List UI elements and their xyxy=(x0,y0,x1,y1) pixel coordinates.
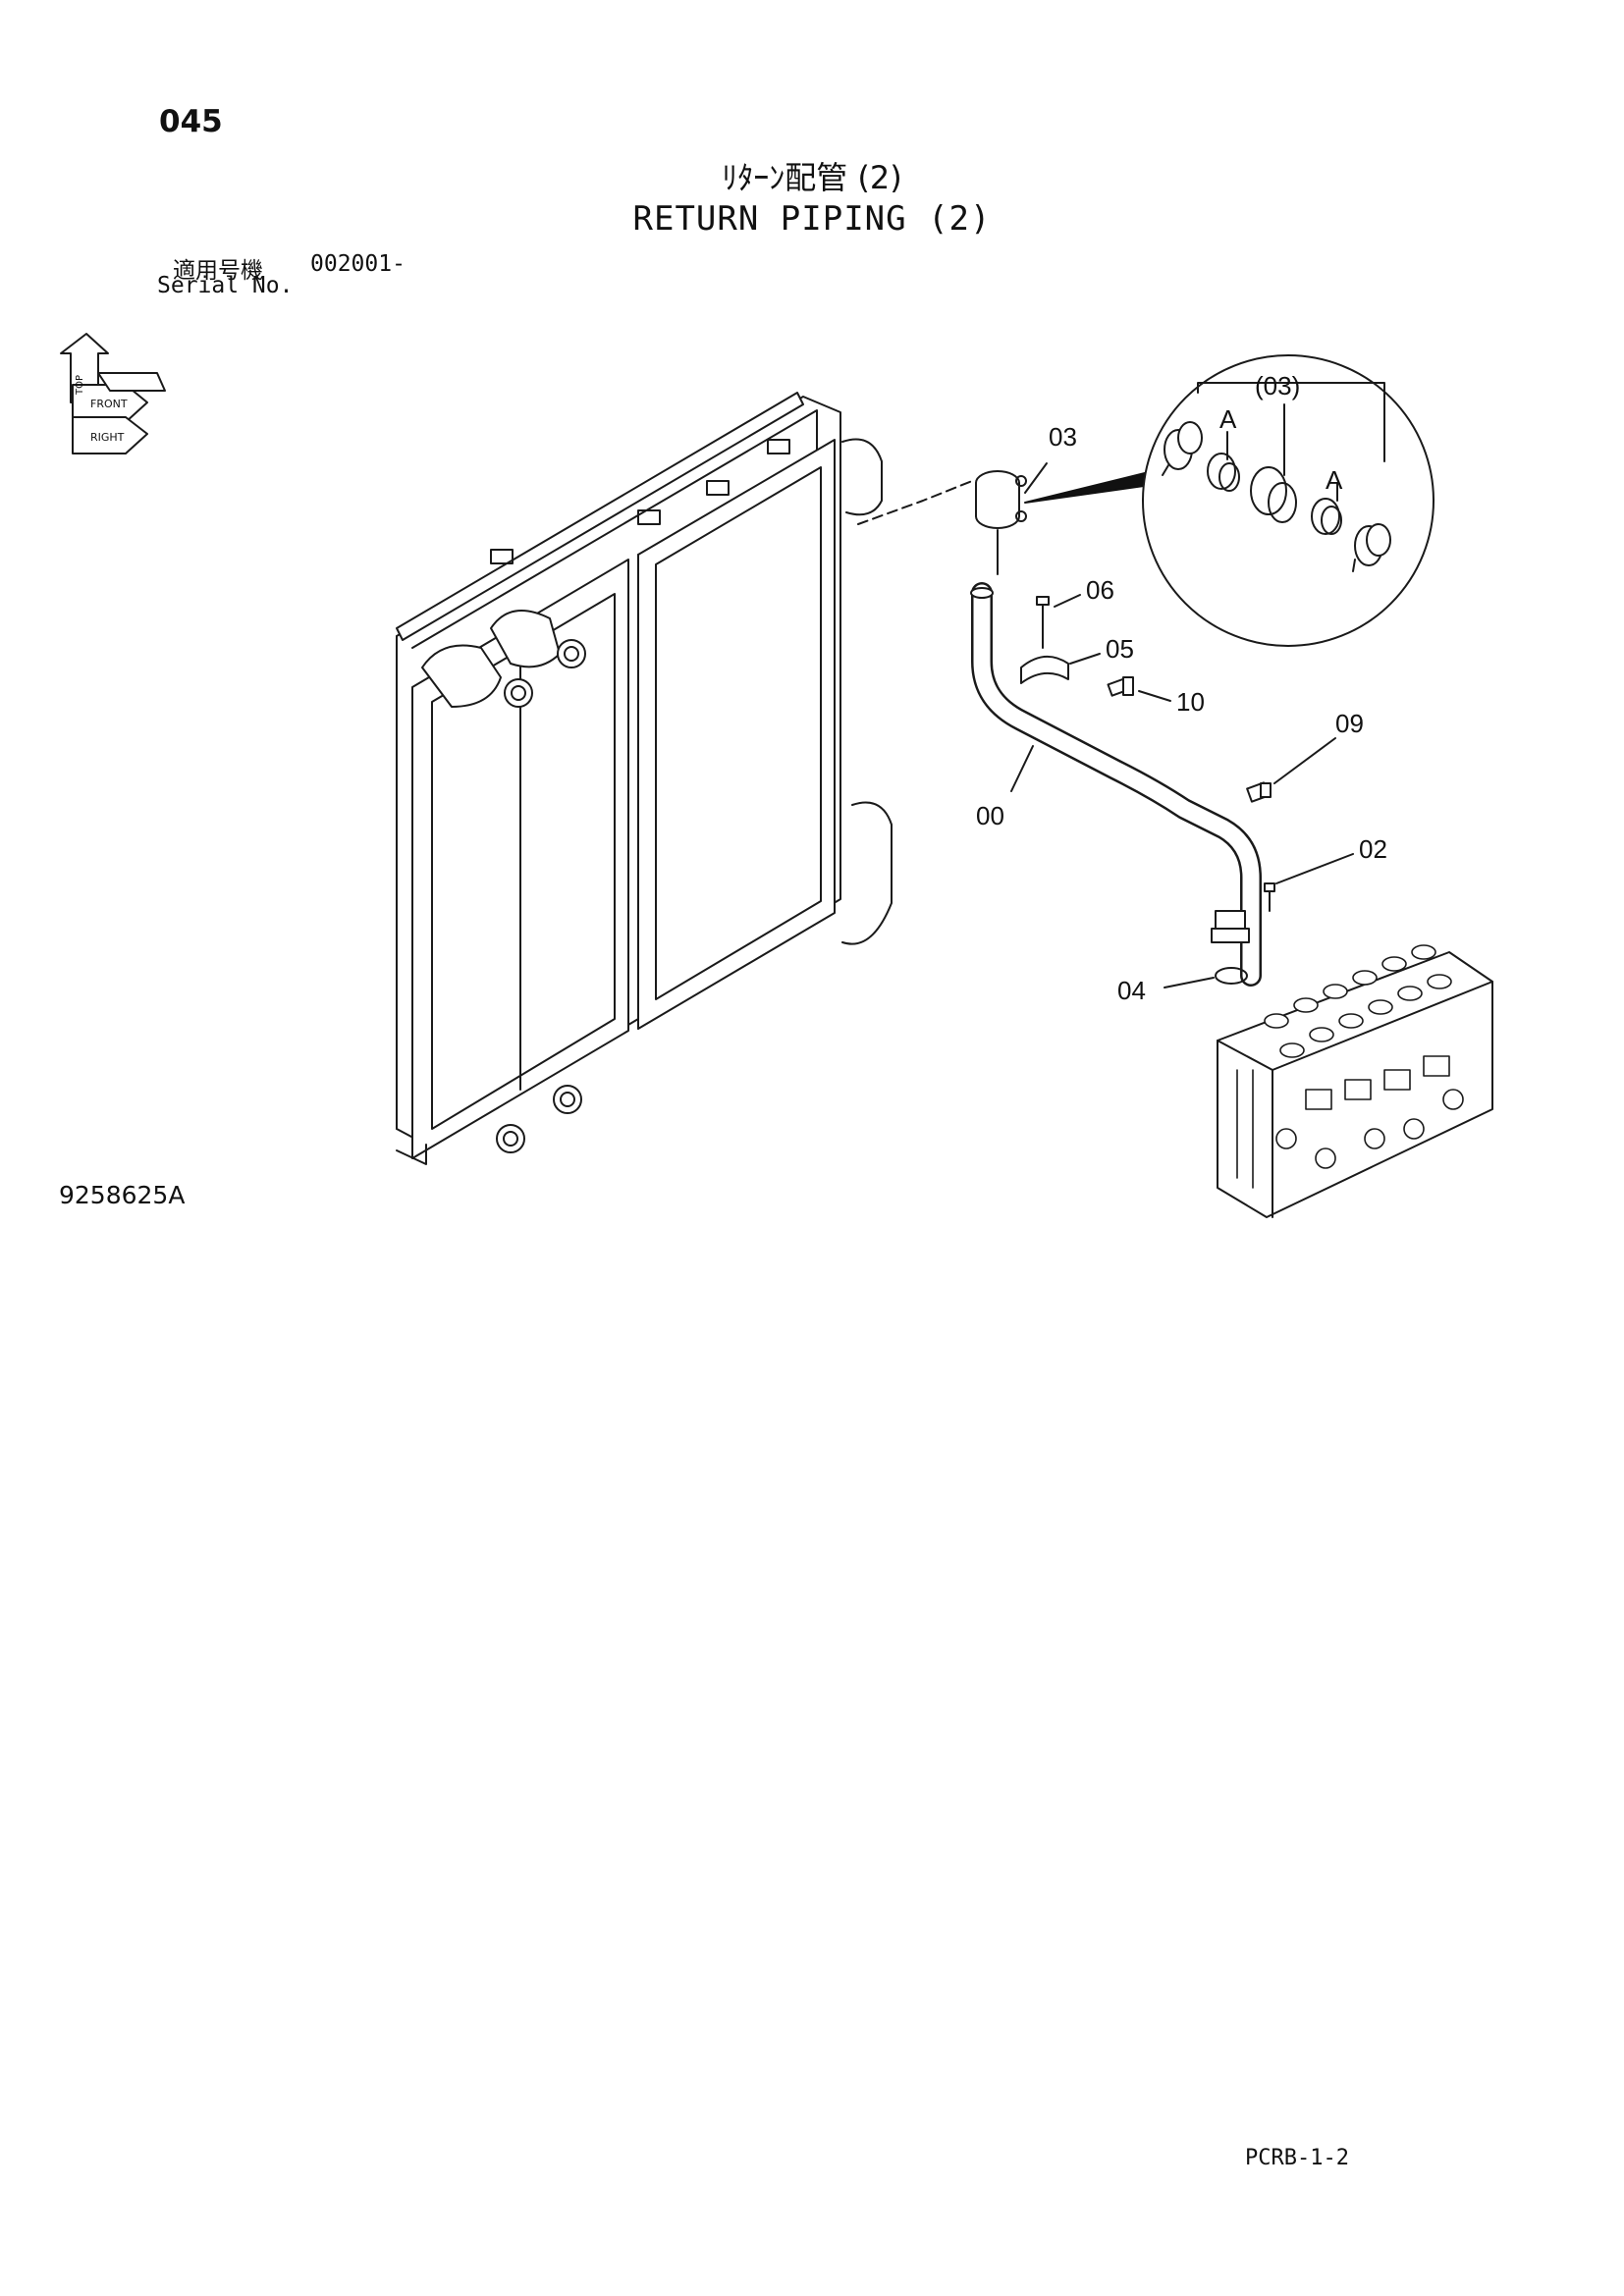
return-pipe-00 xyxy=(970,582,1262,987)
page-number: 045 xyxy=(159,104,223,139)
callout-03-detail: (03) xyxy=(1255,371,1300,400)
page-code: PCRB-1-2 xyxy=(1245,2146,1349,2170)
leader-10 xyxy=(1138,690,1171,702)
orientation-right-label: RIGHT xyxy=(90,431,125,444)
drawing-number: 9258625A xyxy=(59,1181,186,1209)
callout-00: 00 xyxy=(976,801,1004,830)
callout-05: 05 xyxy=(1106,634,1134,664)
leader-02 xyxy=(1275,853,1354,884)
leader-00 xyxy=(1010,745,1034,792)
orientation-front-label: FRONT xyxy=(90,398,128,410)
callout-10: 10 xyxy=(1176,687,1205,717)
page-title-japanese: ﾘﾀｰﾝ配管 (2) xyxy=(722,159,902,196)
bolt-06 xyxy=(1036,596,1050,649)
serial-label: Serial No. xyxy=(157,273,294,298)
clamp-03 xyxy=(975,470,1027,575)
leader-03 xyxy=(1024,462,1048,494)
detail-exploded-parts xyxy=(1162,382,1391,572)
callout-09: 09 xyxy=(1335,709,1364,738)
callout-06: 06 xyxy=(1086,575,1114,605)
clamp-05 xyxy=(1020,656,1069,684)
callout-03: 03 xyxy=(1049,422,1077,452)
bolt-02 xyxy=(1264,882,1275,912)
o-ring-04 xyxy=(1215,967,1248,985)
leader-06 xyxy=(1054,594,1081,608)
plug-09 xyxy=(1246,781,1272,803)
elbow-10 xyxy=(1107,676,1134,697)
leader-05 xyxy=(1069,653,1101,665)
serial-label-japanese: 適用号機 xyxy=(173,258,263,284)
callout-04: 04 xyxy=(1117,976,1146,1005)
serial-number-value: 002001- xyxy=(310,251,406,277)
control-valve xyxy=(1217,944,1493,1218)
callout-a-left: A xyxy=(1219,404,1237,434)
page-title: RETURN PIPING (2) xyxy=(632,199,992,239)
detail-pointer xyxy=(1024,472,1152,504)
detail-view-circle xyxy=(1142,354,1435,647)
orientation-badge-icon: TOP FRONT RIGHT xyxy=(60,333,166,454)
orientation-top-label: TOP xyxy=(75,375,85,396)
leader-04 xyxy=(1164,977,1215,988)
callout-a-right: A xyxy=(1326,465,1343,495)
leader-09 xyxy=(1273,737,1336,784)
callout-02: 02 xyxy=(1359,834,1387,864)
radiator-assembly xyxy=(396,392,893,1165)
